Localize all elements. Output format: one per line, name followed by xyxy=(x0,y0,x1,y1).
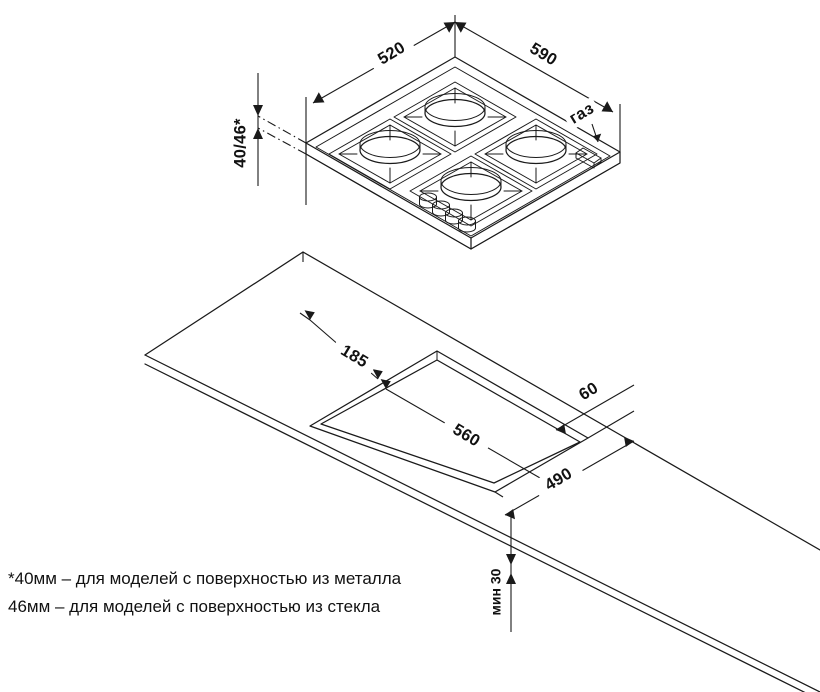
hob-isometric-view: 520 590 газ xyxy=(231,15,621,250)
footnote-block: *40мм – для моделей с поверхностью из ме… xyxy=(8,569,402,616)
worktop-rear-edge xyxy=(144,251,820,692)
control-knob-group[interactable] xyxy=(419,192,476,233)
dimension-185: 185 xyxy=(299,252,383,380)
gas-connector xyxy=(575,147,602,169)
control-knob xyxy=(445,208,463,225)
control-knob xyxy=(419,192,437,209)
dimension-40-46: 40/46* xyxy=(231,73,307,186)
burner-right xyxy=(474,118,598,190)
control-knob xyxy=(432,200,450,217)
control-knob xyxy=(458,216,476,233)
dimension-560: 560 xyxy=(380,379,553,492)
hob-top-plate xyxy=(305,56,621,250)
worktop-cutout-view: 185 560 60 xyxy=(144,251,820,692)
footnote-line-1: *40мм – для моделей с поверхностью из ме… xyxy=(8,569,402,588)
dimension-min-30: мин 30 xyxy=(488,512,516,632)
dimension-label-min-30: мин 30 xyxy=(488,568,504,615)
burner-front xyxy=(409,155,533,227)
burner-left xyxy=(328,118,452,190)
burner-rear xyxy=(393,81,517,153)
burner-group xyxy=(328,81,598,227)
footnote-line-2: 46мм – для моделей с поверхностью из сте… xyxy=(8,597,381,616)
worktop-front-edge xyxy=(144,251,304,356)
gas-label-leader xyxy=(591,123,602,143)
dimension-label-40-46: 40/46* xyxy=(231,118,249,168)
